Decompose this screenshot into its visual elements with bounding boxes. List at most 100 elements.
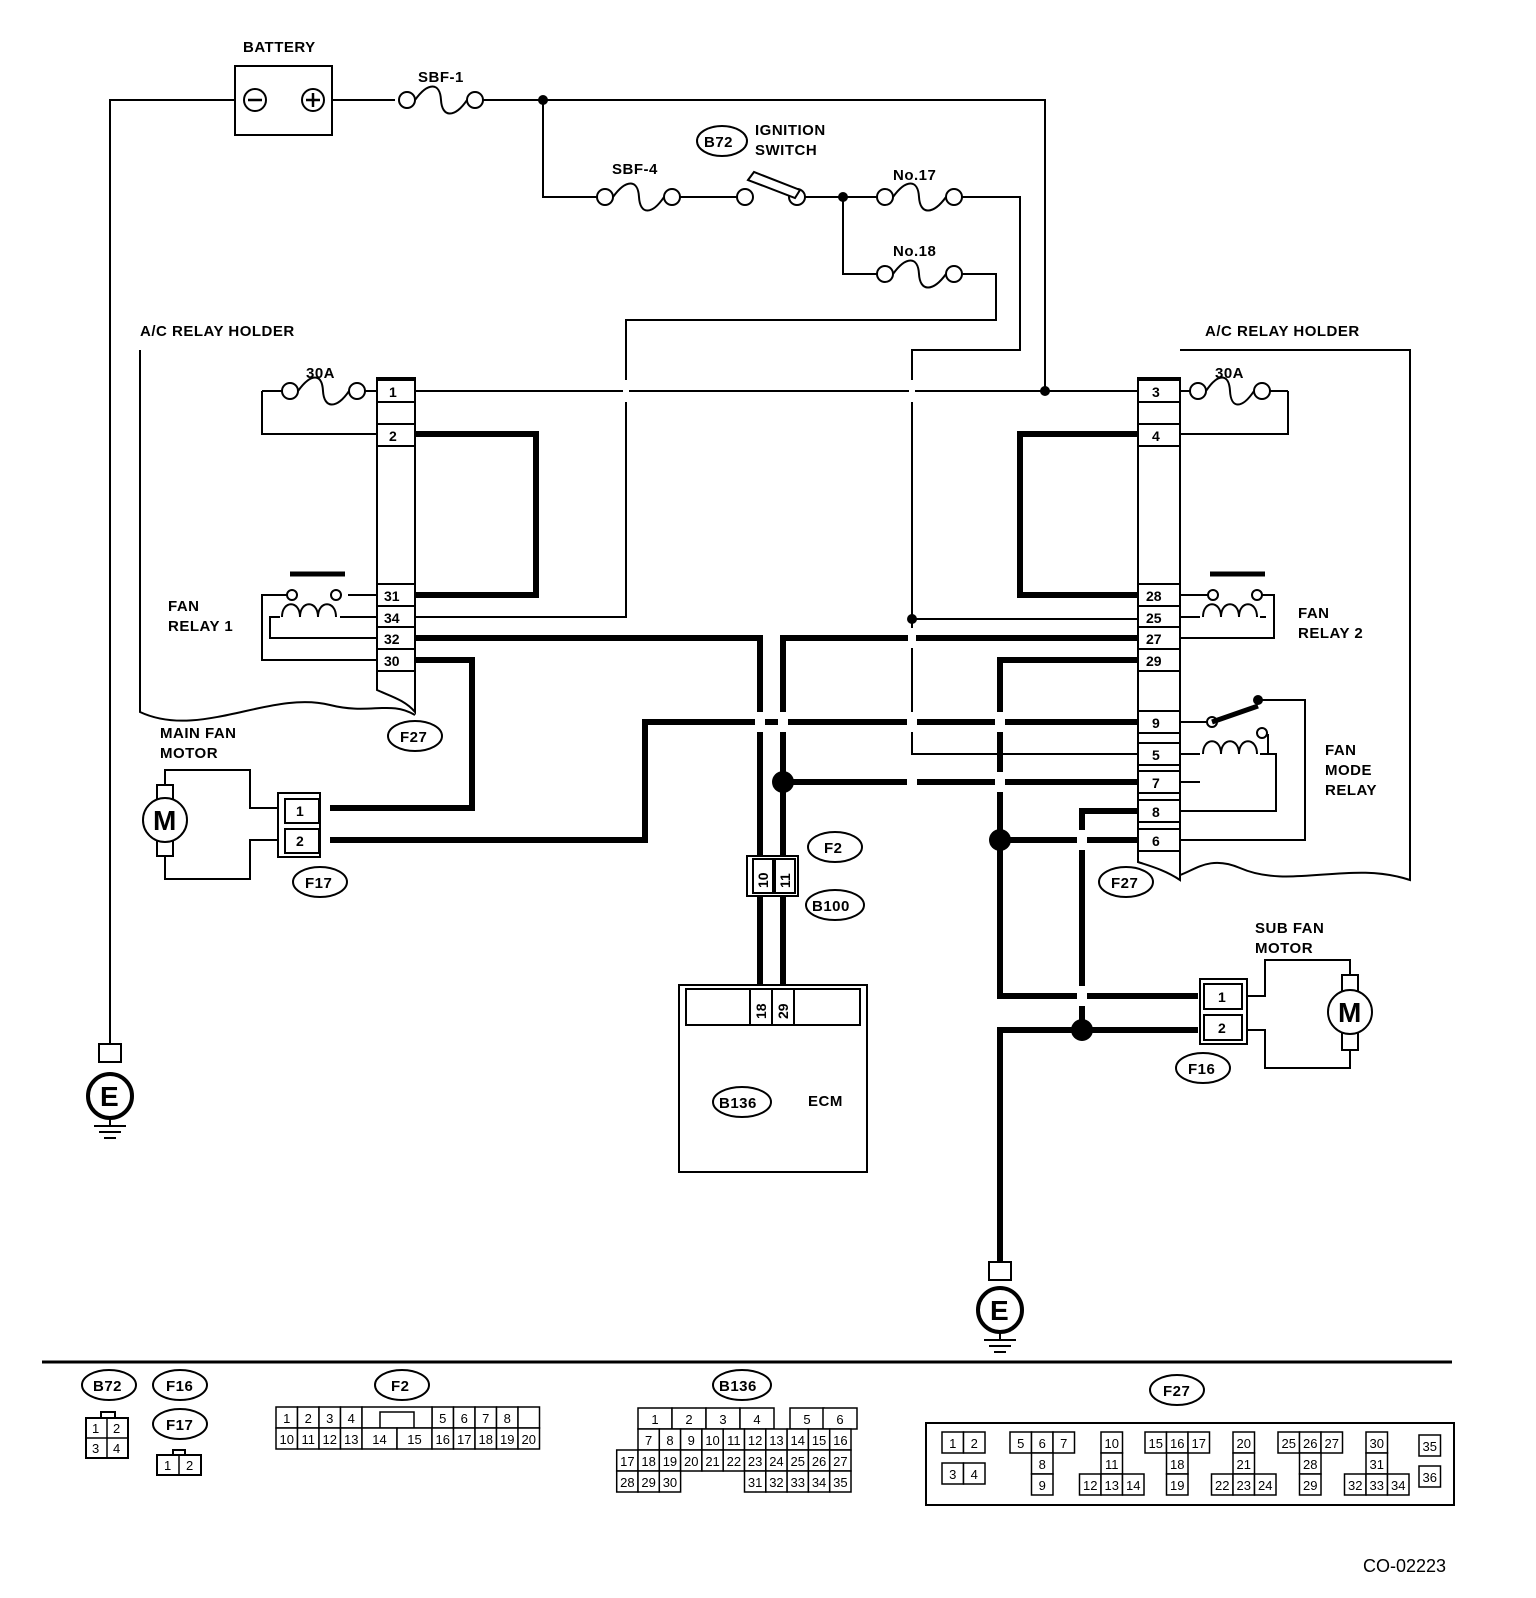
ecm-label: ECM: [808, 1093, 843, 1110]
legend-pin: 8: [504, 1411, 511, 1426]
fuse-sbf1: SBF-1: [398, 69, 484, 115]
legend-cell: [1052, 1431, 1076, 1454]
right-pin: 7: [1152, 775, 1160, 791]
legend-pin: 18: [641, 1454, 655, 1469]
legend-cell: [1418, 1465, 1442, 1488]
fuse-no18: No.18: [876, 243, 963, 289]
legend-pin: 31: [1370, 1457, 1384, 1472]
legend-cell: [962, 1431, 986, 1454]
legend-pin: 8: [666, 1433, 673, 1448]
legend-pin: 22: [1215, 1478, 1229, 1493]
f16-label: F16: [1188, 1061, 1215, 1078]
legend-pin: 5: [803, 1412, 810, 1427]
f17-label: F17: [305, 875, 332, 892]
legend-pin: 27: [833, 1454, 847, 1469]
ecm: 18 29 B136 ECM: [678, 984, 868, 1173]
legend-cell: [1386, 1473, 1410, 1496]
legend-pin: 2: [186, 1458, 193, 1473]
legend-cell: [1320, 1431, 1344, 1454]
legend-pin: 5: [439, 1411, 446, 1426]
fan-mode-label-2: MODE: [1325, 762, 1372, 779]
legend-pin: 4: [113, 1441, 120, 1456]
legend-pin: 19: [500, 1432, 514, 1447]
legend-pin: 25: [1282, 1436, 1296, 1451]
main-fan-motor: MAIN FAN MOTOR M 1 2 F17: [142, 725, 348, 898]
legend-pin: 35: [1423, 1439, 1437, 1454]
sbf4-label: SBF-4: [612, 161, 658, 178]
right-pin: 3: [1152, 384, 1160, 400]
legend-pin: 20: [1237, 1436, 1251, 1451]
fan-mode-label-1: FAN: [1325, 742, 1357, 759]
legend-pin: 16: [1170, 1436, 1184, 1451]
legend-pin: 3: [92, 1441, 99, 1456]
legend-pin: 2: [305, 1411, 312, 1426]
legend-pin: 9: [688, 1433, 695, 1448]
fuse-sbf4: SBF-4: [596, 161, 681, 212]
legend-cell: [1030, 1473, 1054, 1496]
legend-pin: 30: [1370, 1436, 1384, 1451]
f2-label: F2: [824, 840, 843, 857]
right-pin: 28: [1146, 588, 1162, 604]
right-pin: 25: [1146, 610, 1162, 626]
ignition-label-1: IGNITION: [755, 122, 826, 139]
sub-fan-motor: SUB FAN MOTOR M 1 2 F16: [1175, 920, 1373, 1084]
legend-cell: [828, 1470, 852, 1493]
legend-pin: 29: [1303, 1478, 1317, 1493]
ground-left: E: [86, 1036, 134, 1139]
junction-dots: [538, 95, 1093, 1041]
legend-pin: 2: [685, 1412, 692, 1427]
legend-pin: 10: [1105, 1436, 1119, 1451]
crossing-gaps: [623, 380, 1087, 1006]
legend-pin: 30: [663, 1475, 677, 1490]
legend-cell: [517, 1406, 541, 1429]
ecm-pin: 18: [753, 1003, 769, 1019]
legend-pin: 1: [283, 1411, 290, 1426]
legend-pin: 10: [280, 1432, 294, 1447]
legend-pin: 7: [1060, 1436, 1067, 1451]
legend-f16-label: F16: [166, 1378, 193, 1395]
legend-pin: 13: [769, 1433, 783, 1448]
legend-b72-f16-f17: B72 F16 F17 1 2 3 4 1 2: [81, 1369, 208, 1476]
f2-pin: 11: [777, 873, 793, 888]
legend-pin: 11: [302, 1432, 316, 1447]
sub-fan-motor-symbol: M: [1338, 997, 1361, 1028]
right-pin: 9: [1152, 715, 1160, 731]
f2-b100-connector: 10 11 F2 B100: [746, 831, 865, 921]
sub-fan-label-2: MOTOR: [1255, 940, 1313, 957]
legend-pin: 26: [812, 1454, 826, 1469]
ground-symbol: E: [990, 1295, 1009, 1326]
legend-pin: 1: [92, 1421, 99, 1436]
battery: BATTERY: [234, 39, 333, 136]
fuse-no17: No.17: [876, 167, 963, 212]
legend-pin: 7: [482, 1411, 489, 1426]
no17-label: No.17: [893, 167, 936, 184]
fan-relay1-label-1: FAN: [168, 598, 200, 615]
legend-pin: 14: [791, 1433, 805, 1448]
legend-pin: 6: [461, 1411, 468, 1426]
legend-cell: [1298, 1473, 1322, 1496]
ground-right: E: [976, 1261, 1024, 1353]
legend-pin: 3: [719, 1412, 726, 1427]
legend-pin: 34: [812, 1475, 826, 1490]
legend-cell: [1253, 1473, 1277, 1496]
legend-pin: 10: [705, 1433, 719, 1448]
no18-label: No.18: [893, 243, 936, 260]
legend-cell: [379, 1411, 415, 1429]
legend-pin: 21: [1237, 1457, 1251, 1472]
right-pin: 4: [1152, 428, 1160, 444]
legend-pin: 11: [1105, 1457, 1119, 1472]
legend-pin: 35: [833, 1475, 847, 1490]
legend-pin: 7: [645, 1433, 652, 1448]
sub-fan-label-1: SUB FAN: [1255, 920, 1324, 937]
f27-right-label: F27: [1111, 875, 1138, 892]
legend-pin: 14: [372, 1432, 386, 1447]
legend-pin: 23: [748, 1454, 762, 1469]
right-pin: 5: [1152, 747, 1160, 763]
legend-pin: 6: [836, 1412, 843, 1427]
legend-pin: 2: [113, 1421, 120, 1436]
legend-pin: 16: [436, 1432, 450, 1447]
fan-mode-label-3: RELAY: [1325, 782, 1377, 799]
legend-pin: 4: [753, 1412, 760, 1427]
legend-pin: 17: [457, 1432, 471, 1447]
